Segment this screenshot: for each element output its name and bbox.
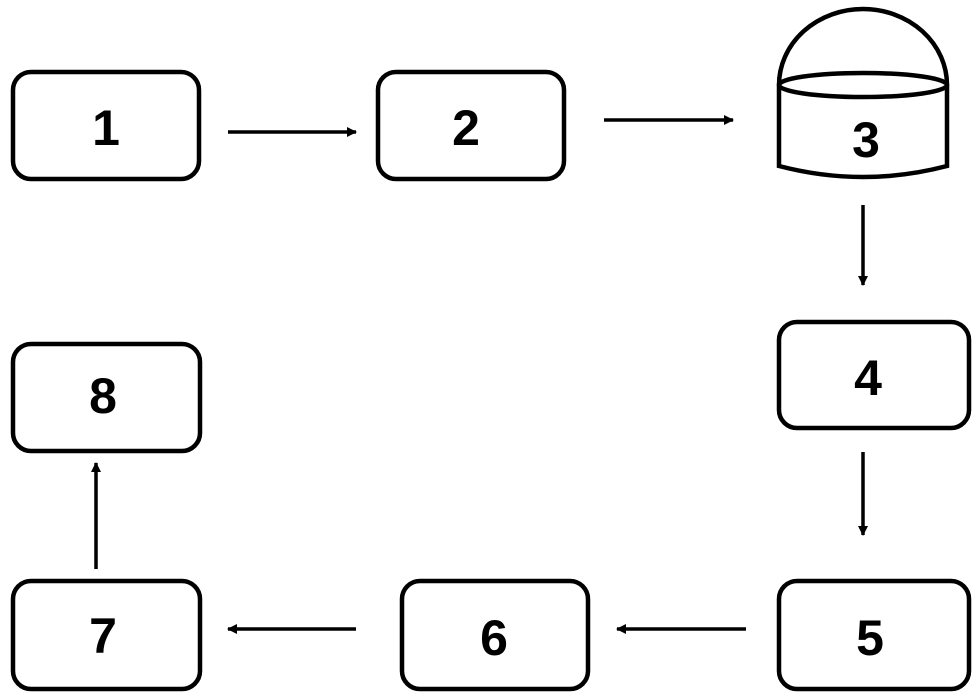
node-4: 4 (776, 319, 972, 431)
node-1-label: 1 (92, 100, 120, 156)
node-1: 1 (10, 69, 202, 182)
node-4-box (776, 319, 972, 431)
node-3-label: 3 (852, 112, 880, 168)
node-8-label: 8 (89, 368, 117, 424)
node-2-label: 2 (452, 100, 480, 156)
node-4-label: 4 (854, 350, 882, 406)
node-3-dome (776, 6, 950, 86)
node-6-label: 6 (480, 610, 508, 666)
node-7: 7 (10, 578, 203, 692)
node-2: 2 (375, 69, 567, 182)
node-2-box (375, 69, 567, 182)
node-8: 8 (10, 341, 203, 454)
node-1-box (10, 69, 202, 182)
node-3: 3 (776, 6, 950, 180)
node-8-box (10, 341, 203, 454)
node-5-label: 5 (856, 610, 884, 666)
node-3-tank-rim (776, 70, 950, 100)
node-5: 5 (776, 578, 972, 692)
node-6-box (399, 578, 591, 692)
node-7-label: 7 (89, 608, 117, 664)
edges-layer (91, 115, 868, 634)
node-6: 6 (399, 578, 591, 692)
node-7-box (10, 578, 203, 692)
node-5-box (776, 578, 972, 692)
node-3-tank-body (776, 85, 950, 180)
